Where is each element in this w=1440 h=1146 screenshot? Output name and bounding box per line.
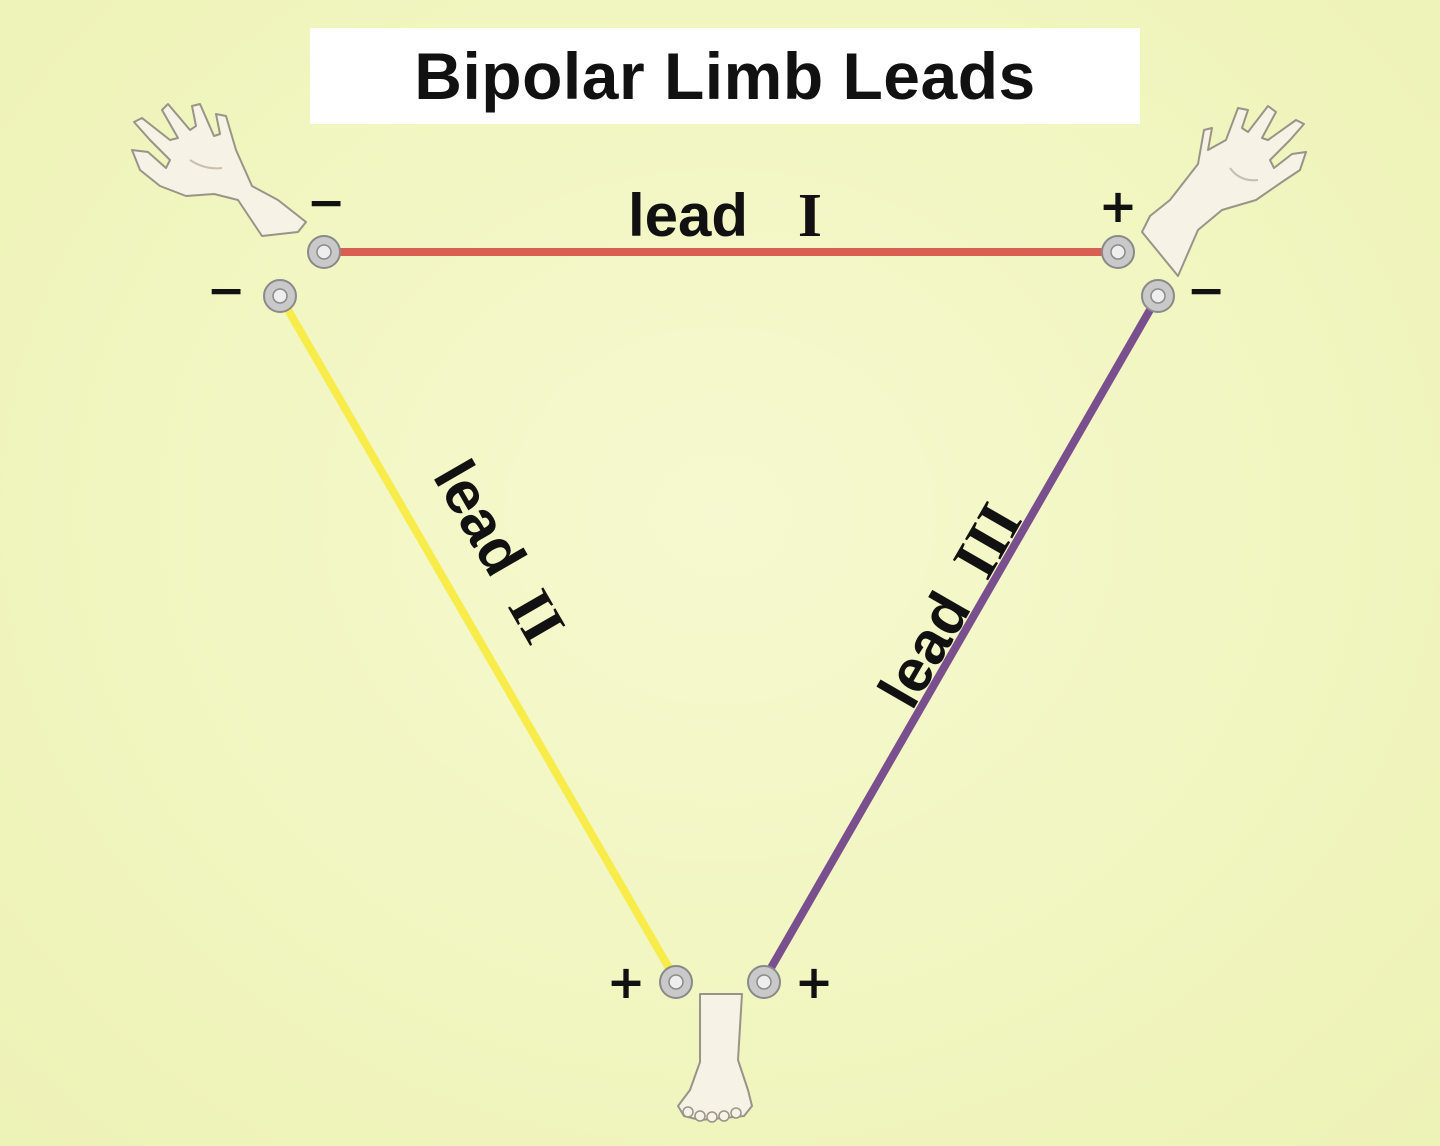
lead-iii-word: lead (865, 581, 983, 718)
lead-ii-label: lead II (421, 449, 578, 655)
title-box: Bipolar Limb Leads (310, 28, 1140, 124)
lead1-left-arm-sign: + (1099, 179, 1138, 233)
lead-iii-numeral: III (940, 492, 1035, 589)
right-hand-icon (131, 103, 307, 237)
electrode-right-arm-lead2 (263, 279, 297, 313)
lead-i-word: lead (628, 182, 748, 249)
lead-iii-label: lead III (865, 492, 1035, 718)
electrode-left-leg-lead3 (747, 965, 781, 999)
lead-i-label: lead I (628, 182, 822, 250)
lead-iii-wire (760, 292, 1162, 984)
lead-ii-numeral: II (495, 579, 578, 655)
lead2-right-arm-sign: − (207, 263, 246, 317)
lead3-left-leg-sign: + (795, 955, 834, 1009)
lead1-right-arm-sign: − (307, 175, 346, 229)
electrode-left-arm-lead1 (1101, 235, 1135, 269)
diagram-title: Bipolar Limb Leads (414, 39, 1036, 113)
electrode-right-arm-lead1 (307, 235, 341, 269)
lead2-left-leg-sign: + (607, 955, 646, 1009)
lead3-left-arm-sign: − (1187, 263, 1226, 317)
lead-ii-wire (276, 292, 680, 984)
electrode-left-arm-lead3 (1141, 279, 1175, 313)
foot-icon (677, 993, 753, 1123)
electrode-left-leg-lead2 (659, 965, 693, 999)
lead-i-numeral: I (798, 182, 822, 250)
left-hand-icon (1141, 105, 1307, 277)
